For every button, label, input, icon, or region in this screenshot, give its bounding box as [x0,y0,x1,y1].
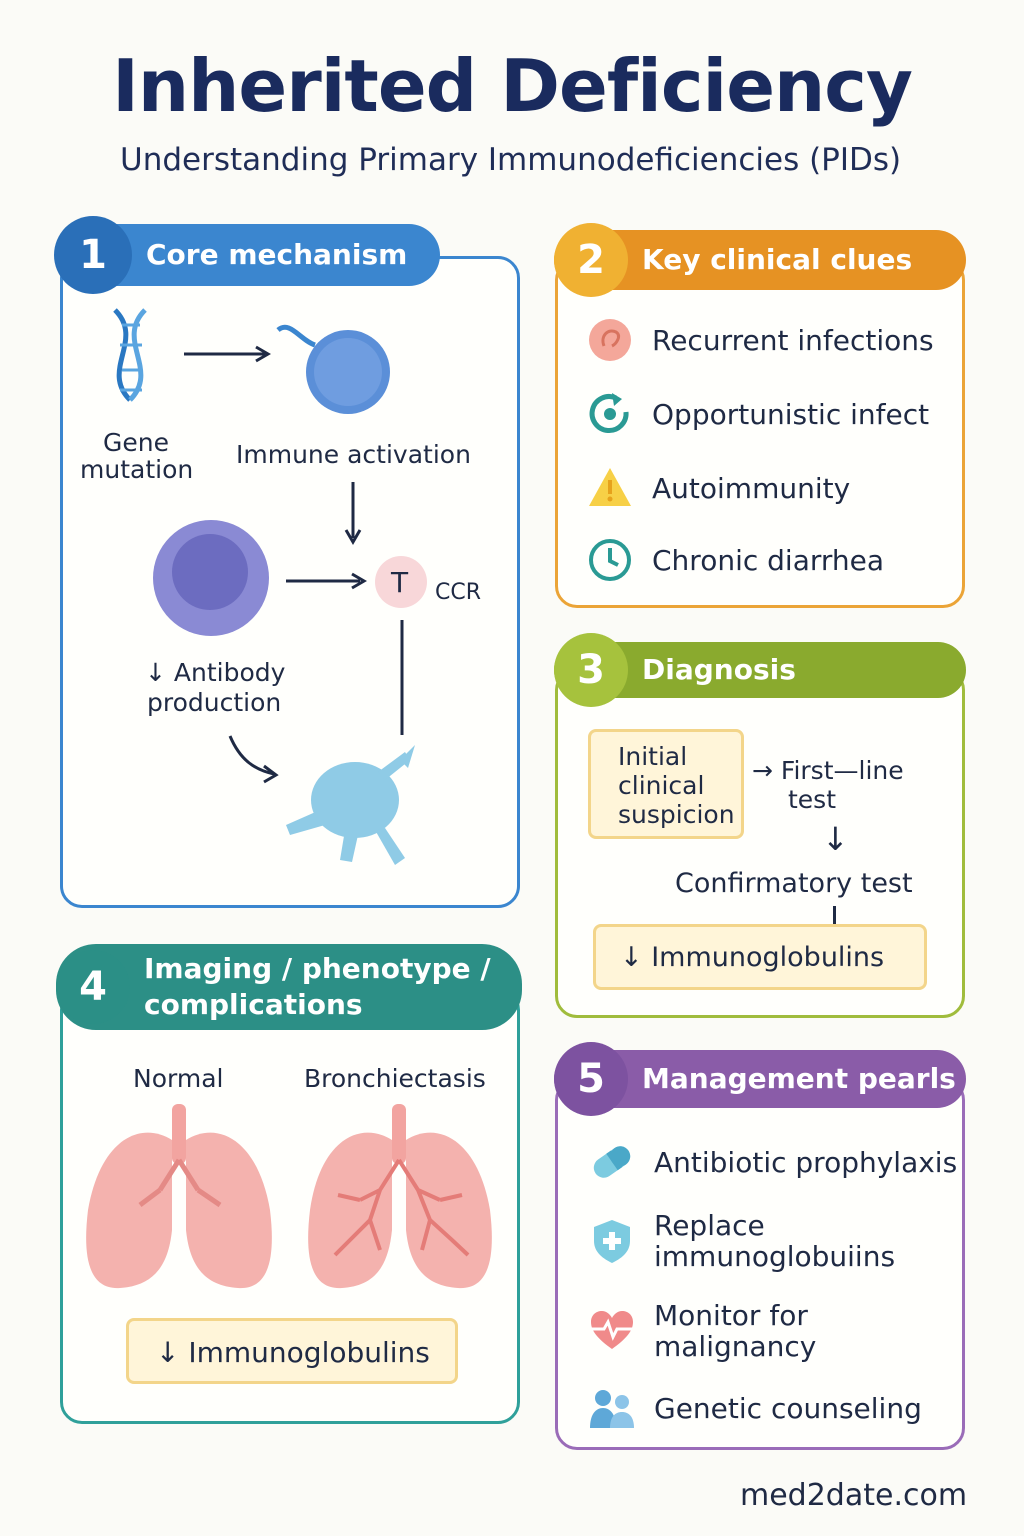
clue-item-diarrhea: Chronic diarrhea [586,536,884,584]
gene-label-2: mutation [80,455,194,484]
panel-4-header: 4 Imaging / phenotype / complications [56,944,522,1030]
core-mechanism-diagram [113,308,427,865]
panel-5-number: 5 [554,1042,628,1116]
bronchiectasis-label: Bronchiectasis [304,1064,486,1093]
panel-5-title: Management pearls [642,1062,956,1095]
management-item-replace: Replace immunoglobuiins [588,1210,895,1272]
clue-label: Autoimmunity [652,471,851,505]
clue-item-opportunistic: Opportunistic infect [586,390,929,438]
dna-icon [113,308,147,402]
panel-4-title-1: Imaging / phenotype / [144,952,491,985]
first-line-test-1: → First—line [752,756,904,785]
clue-item-autoimmunity: Autoimmunity [586,464,850,512]
gene-label-1: Gene [103,428,169,457]
shield-plus-icon [594,1220,630,1263]
arrow-right-icon [184,345,271,363]
connector-tick [833,906,836,924]
arrow-down-icon [344,482,362,545]
footer-site: med2date.com [740,1478,968,1513]
clue-label: Opportunistic infect [652,397,930,431]
clue-label: Recurrent infections [652,323,934,357]
antibody-label-2: production [147,688,282,717]
initial-line-2: clinical [618,771,705,800]
panel-clinical-clues [555,258,965,608]
pill-icon [593,1146,631,1178]
initial-line-3: suspicion [618,800,735,829]
first-line-test-2: test [788,785,837,814]
ccr-label: CCR [435,580,482,605]
initial-suspicion-box [588,729,744,839]
normal-label: Normal [133,1064,224,1093]
panel-3-title: Diagnosis [642,653,796,686]
clock-icon [589,539,631,581]
b-cell-icon [153,520,269,636]
immunoglobulins-box-3 [593,924,927,990]
t-cell-label: T [391,566,409,599]
curved-arrow-icon [228,735,279,784]
management-item-antibiotic: Antibiotic prophylaxis [588,1138,957,1186]
people-icon [590,1390,634,1428]
panel-1-number: 1 [54,216,132,294]
panel-2-title: Key clinical clues [642,243,913,276]
cycle-icon [589,393,629,433]
panel-3-header: 3 Diagnosis [554,633,966,707]
panel-3-number: 3 [554,633,628,707]
panel-4-title-2: complications [144,988,363,1021]
management-label-1: Replace [654,1209,765,1242]
t-cell-icon [375,556,427,608]
immunoglobulins-box-4 [126,1318,458,1384]
arrow-right-icon-2 [286,572,367,590]
management-label-2: immunoglobuiins [654,1240,896,1273]
management-label: Antibiotic prophylaxis [654,1145,958,1179]
activation-label: Immune activation [236,440,471,469]
heart-monitor-icon [591,1311,633,1349]
panel-management [555,1078,965,1450]
page-subtitle: Understanding Primary Immunodeficiencies… [120,142,902,178]
initial-line-1: Initial [618,742,688,771]
antibody-label-1: ↓ Antibody [145,658,286,687]
ear-icon [589,319,631,361]
confirmatory-test: Confirmatory test [675,868,913,899]
management-label-1: Monitor for [654,1299,808,1332]
panel-5-header: 5 Management pearls [554,1042,966,1116]
immune-cell-icon [276,324,390,414]
panel-2-number: 2 [554,223,628,297]
panel-4-number: 4 [56,950,130,1024]
normal-lungs-icon [86,1104,272,1289]
management-label-2: malignancy [654,1330,817,1363]
arrow-down-icon-3: ↓ [822,820,849,858]
immunoglobulins-label-3: ↓ Immunoglobulins [620,942,885,973]
lungs-illustration [86,1104,492,1289]
immunoglobulins-label-4: ↓ Immunoglobulins [156,1336,430,1369]
macrophage-icon [286,745,415,865]
warning-icon [589,468,631,506]
panel-2-header: 2 Key clinical clues [554,223,966,297]
panel-1-header: 1 Core mechanism [54,216,440,294]
panel-1-title: Core mechanism [146,238,408,271]
management-item-monitor: Monitor for malignancy [588,1300,816,1362]
page-title: Inherited Deficiency [112,44,913,128]
clue-item-recurrent: Recurrent infections [586,316,934,364]
bronchiectasis-lungs-icon [308,1104,492,1289]
management-label: Genetic counseling [654,1391,922,1425]
clue-label: Chronic diarrhea [652,543,885,577]
management-item-genetic: Genetic counseling [588,1384,922,1432]
